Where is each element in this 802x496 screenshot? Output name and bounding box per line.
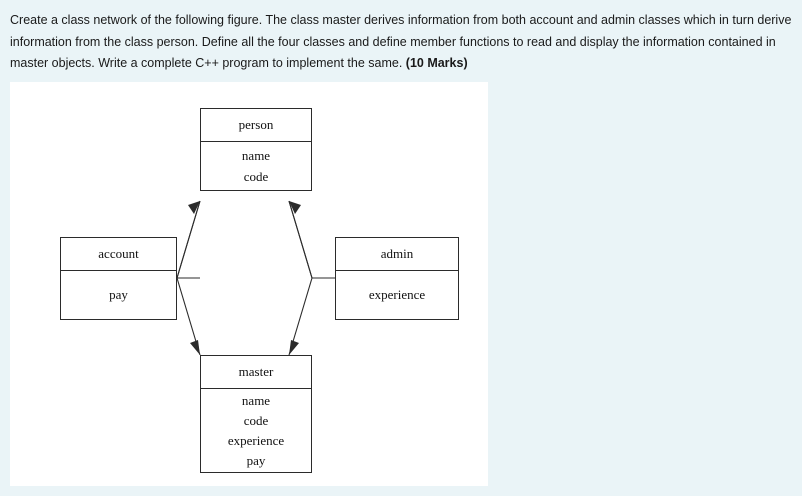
- member-person-1: code: [243, 168, 269, 184]
- diagram-connectors: [176, 200, 335, 356]
- class-name-admin: admin: [336, 238, 458, 271]
- class-name-account: account: [61, 238, 176, 271]
- arrowhead-master-right: [289, 340, 299, 355]
- class-members-master: name code experience pay: [201, 389, 311, 473]
- edge-person-right: [288, 200, 313, 279]
- question-line-2: which in turn derive information from th…: [10, 13, 792, 49]
- class-box-admin: admin experience: [335, 237, 459, 320]
- class-name-person: person: [201, 109, 311, 142]
- arrowhead-account-person: [188, 201, 200, 214]
- class-name-master: master: [201, 356, 311, 389]
- member-account-0: pay: [109, 287, 128, 303]
- question-text: Create a class network of the following …: [10, 10, 792, 75]
- arrowheads: [188, 201, 301, 355]
- member-master-0: name: [241, 392, 271, 408]
- member-admin-0: experience: [368, 287, 426, 303]
- question-line-1: Create a class network of the following …: [10, 13, 681, 27]
- question-marks: (10 Marks): [405, 56, 468, 70]
- class-box-account: account pay: [60, 237, 177, 320]
- member-master-3: pay: [246, 453, 266, 469]
- class-box-person: person name code: [200, 108, 312, 191]
- class-box-master: master name code experience pay: [200, 355, 312, 473]
- class-diagram-figure: person name code account pay admin exper…: [10, 82, 488, 486]
- class-members-account: pay: [61, 271, 176, 320]
- member-master-2: experience: [227, 433, 285, 448]
- question-line-3: display the information contained in mas…: [10, 34, 776, 71]
- edge-person-left: [176, 200, 201, 279]
- class-members-person: name code: [201, 142, 311, 191]
- class-members-admin: experience: [336, 271, 458, 320]
- member-person-0: name: [241, 148, 271, 164]
- arrowhead-master-left: [190, 340, 200, 355]
- member-master-1: code: [243, 412, 269, 428]
- arrowhead-admin-person: [289, 201, 301, 214]
